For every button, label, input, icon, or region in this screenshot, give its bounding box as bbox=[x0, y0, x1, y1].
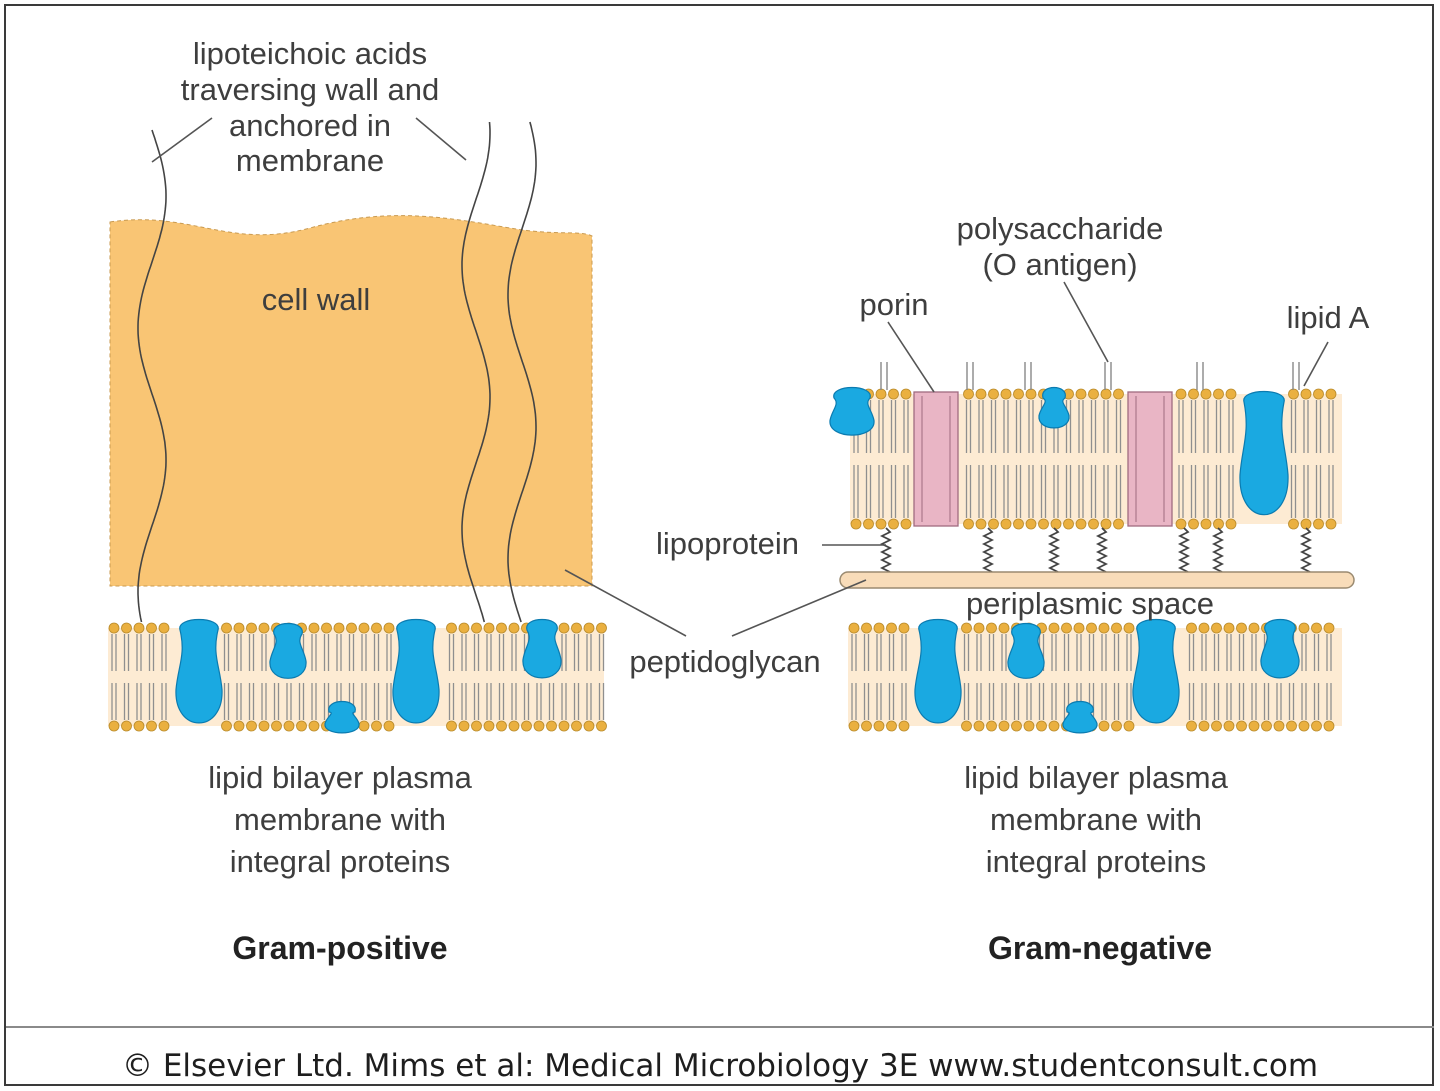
integral-protein bbox=[392, 619, 440, 724]
peripheral-protein bbox=[324, 700, 360, 734]
lipoteichoic-acid-chain bbox=[137, 129, 167, 623]
lipoprotein-anchors bbox=[879, 527, 1313, 573]
peptidoglycan-label: peptidoglycan bbox=[629, 644, 821, 679]
gram-positive-panel bbox=[108, 121, 607, 734]
polysaccharide-label-line-1: polysaccharide bbox=[956, 211, 1164, 246]
lipoprotein-anchor bbox=[1095, 527, 1109, 573]
lipid-a-label: lipid A bbox=[1286, 300, 1370, 335]
polysaccharide-label-line-2: (O antigen) bbox=[982, 247, 1138, 282]
cell-wall-label: cell wall bbox=[261, 282, 371, 317]
integral-protein bbox=[522, 619, 562, 679]
outer-membrane-protein bbox=[1038, 386, 1070, 429]
lipid-tails bbox=[111, 634, 605, 720]
gram-positive-title: Gram-positive bbox=[232, 930, 448, 966]
lipid-heads bbox=[108, 622, 607, 732]
gram-positive-membrane-label-line-2: membrane with bbox=[234, 802, 446, 837]
gram-negative-membrane-label-line-3: integral proteins bbox=[985, 844, 1207, 879]
integral-protein bbox=[269, 623, 307, 679]
porin-label: porin bbox=[859, 287, 929, 322]
lipoprotein-anchor bbox=[1047, 527, 1061, 573]
integral-protein bbox=[1260, 619, 1300, 679]
lipoteichoic-acid-chain bbox=[461, 121, 491, 623]
lipid-heads bbox=[850, 388, 1337, 530]
copyright-text: © Elsevier Ltd. Mims et al: Medical Micr… bbox=[121, 1048, 1319, 1084]
label-leader-lines bbox=[151, 117, 1329, 637]
outer-membrane bbox=[829, 362, 1342, 530]
copyright-footer: © Elsevier Ltd. Mims et al: Medical Micr… bbox=[6, 1026, 1434, 1086]
lipoteichoic-label-line-2: traversing wall and bbox=[180, 72, 440, 107]
outer-membrane-protein bbox=[829, 387, 875, 436]
lipoteichoic-label-line-3: anchored in bbox=[228, 108, 391, 143]
peripheral-protein bbox=[1062, 700, 1098, 734]
outer-membrane-protein bbox=[1239, 391, 1289, 516]
lipoteichoic-label-line-4: membrane bbox=[235, 143, 385, 178]
gram-negative-membrane-label-line-2: membrane with bbox=[990, 802, 1202, 837]
periplasmic-space-label: periplasmic space bbox=[965, 586, 1215, 621]
gram-negative-panel bbox=[829, 362, 1355, 734]
lipoteichoic-label-line-1: lipoteichoic acids bbox=[192, 36, 428, 71]
gram-positive-membrane-label-line-3: integral proteins bbox=[229, 844, 451, 879]
lipoprotein-anchor bbox=[1211, 527, 1225, 573]
porin-channel bbox=[913, 391, 959, 527]
lipoprotein-anchor bbox=[981, 527, 995, 573]
gram-negative-plasma-membrane bbox=[848, 619, 1342, 734]
peptidoglycan-layer bbox=[839, 571, 1355, 589]
cell-wall-shape bbox=[109, 215, 593, 587]
integral-protein bbox=[1132, 619, 1180, 724]
lipoprotein-anchor bbox=[1299, 527, 1313, 573]
gram-negative-title: Gram-negative bbox=[987, 930, 1213, 966]
porin-channel bbox=[1127, 391, 1173, 527]
figure-frame bbox=[4, 4, 1434, 1086]
lipoprotein-label: lipoprotein bbox=[656, 526, 800, 561]
integral-protein bbox=[1007, 623, 1045, 679]
integral-protein bbox=[914, 619, 962, 724]
integral-protein bbox=[175, 619, 223, 724]
gram-positive-plasma-membrane bbox=[108, 619, 607, 734]
lipoprotein-anchor bbox=[879, 527, 893, 573]
lipoteichoic-acid-chains bbox=[137, 121, 537, 623]
lipoteichoic-acid-chain bbox=[507, 121, 537, 623]
lipoprotein-anchor bbox=[1177, 527, 1191, 573]
gram-positive-membrane-label-line-1: lipid bilayer plasma bbox=[208, 760, 472, 795]
lipid-heads bbox=[848, 622, 1335, 732]
gram-negative-membrane-label-line-1: lipid bilayer plasma bbox=[964, 760, 1228, 795]
